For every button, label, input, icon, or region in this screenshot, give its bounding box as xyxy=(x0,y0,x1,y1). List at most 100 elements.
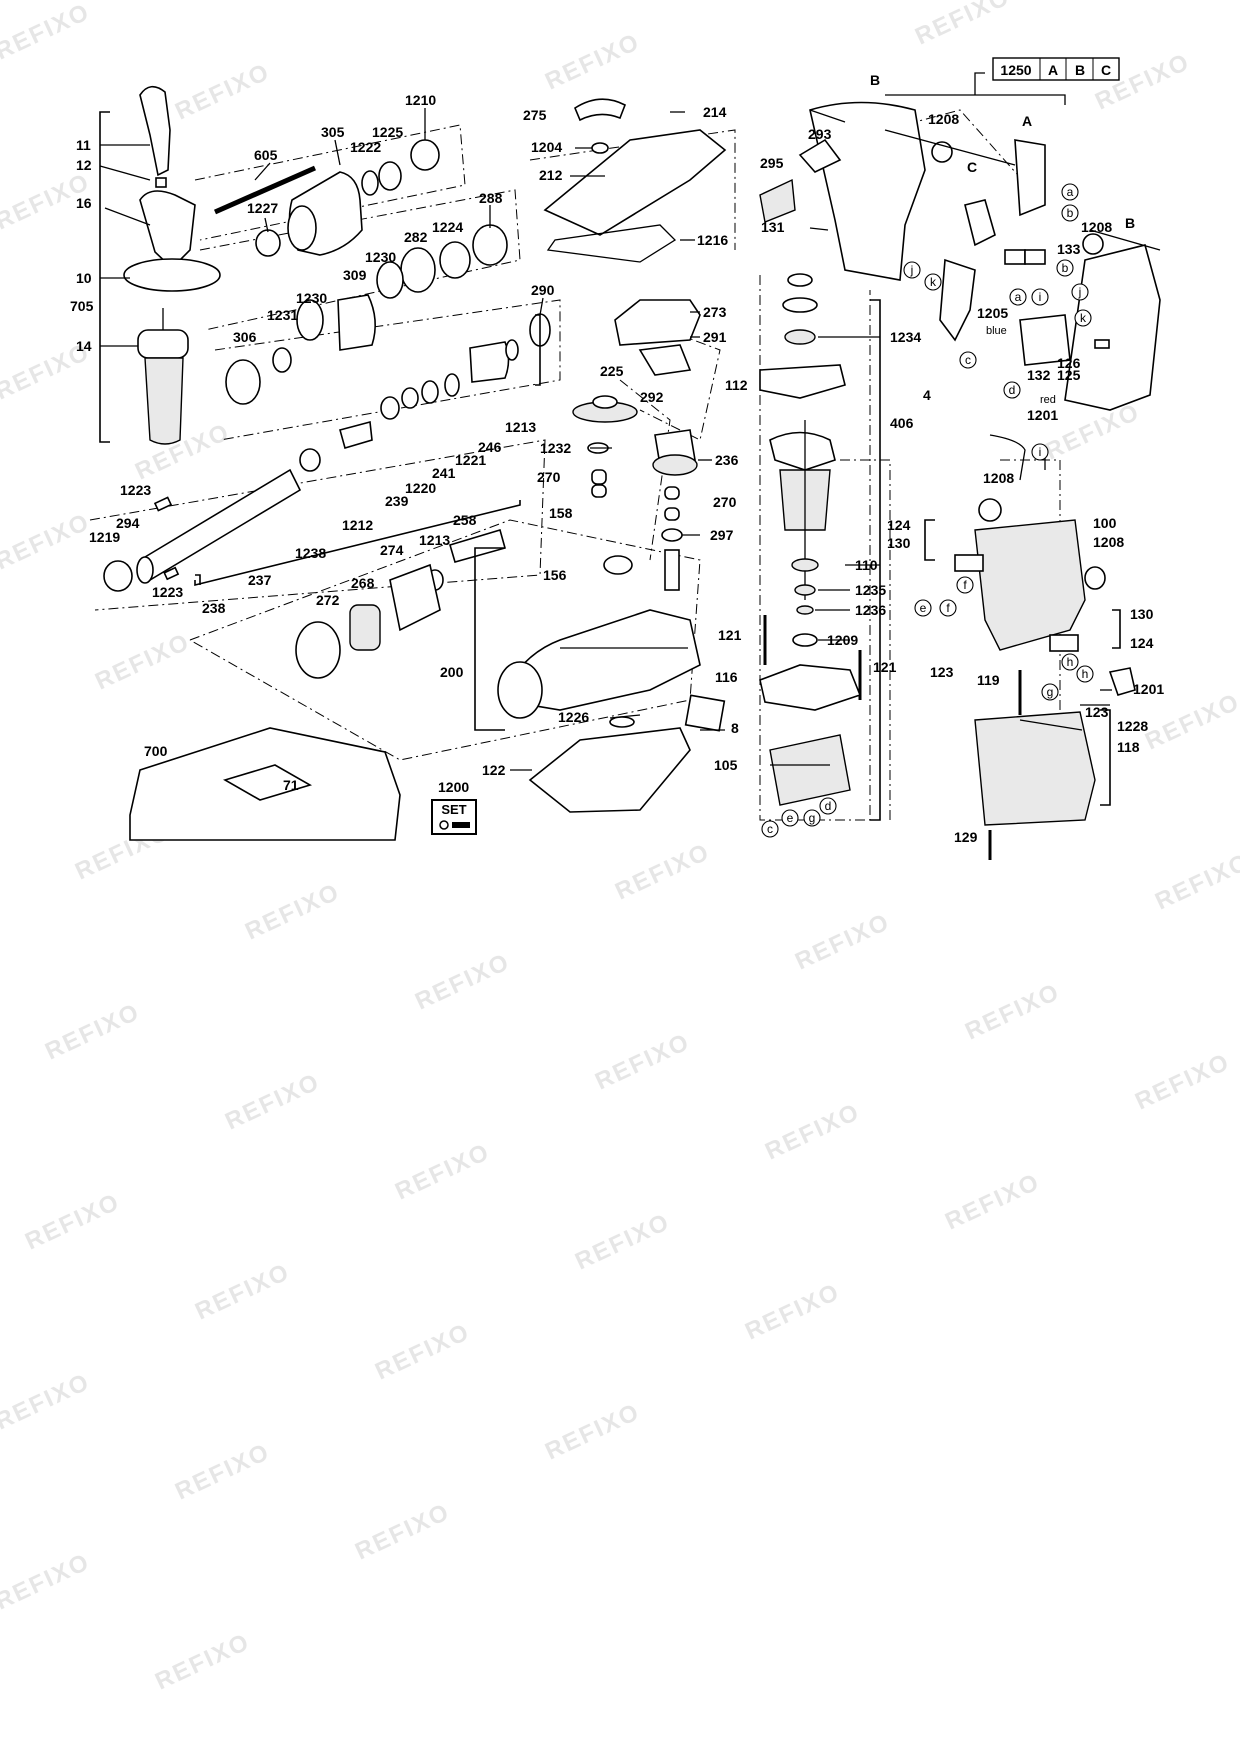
watermark: REFIXO xyxy=(941,1168,1044,1235)
watermark: REFIXO xyxy=(41,998,144,1065)
seal-1208b xyxy=(1082,233,1104,255)
oring xyxy=(782,297,818,313)
leader xyxy=(99,165,151,181)
callout-i xyxy=(1031,443,1049,461)
ring-282 xyxy=(400,247,436,293)
watermark: REFIXO xyxy=(911,0,1014,50)
callout-b-text: b xyxy=(1062,261,1069,275)
guide-line xyxy=(759,275,871,821)
part-label: 1221 xyxy=(455,452,486,468)
clamp-band xyxy=(123,258,221,292)
part-label: 1219 xyxy=(89,529,120,545)
guide-line xyxy=(840,459,891,820)
callout-f-text: f xyxy=(963,578,967,592)
callout-j xyxy=(903,261,921,279)
handle-grip xyxy=(144,357,184,445)
fan xyxy=(769,431,836,471)
part-label: 124 xyxy=(887,517,911,533)
group-bracket xyxy=(194,500,521,587)
part-label: 1205 xyxy=(977,305,1008,321)
part-label: 131 xyxy=(761,219,785,235)
watermark: REFIXO xyxy=(151,1628,254,1695)
part-label: 1230 xyxy=(296,290,327,306)
part-label: 700 xyxy=(144,743,168,759)
rear-cover-118 xyxy=(974,711,1096,826)
part-label: 306 xyxy=(233,329,257,345)
gear-housing-assembly xyxy=(497,98,727,813)
callout-h-text: h xyxy=(1082,667,1089,681)
callout-g-text: g xyxy=(1047,685,1054,699)
field-105 xyxy=(769,734,851,806)
set-icon: SET xyxy=(431,799,477,835)
spring-295 xyxy=(759,178,796,223)
callout-j-text: j xyxy=(1078,285,1082,299)
callout-g xyxy=(803,809,821,827)
seal-1208d xyxy=(1084,566,1106,590)
part-label: 4 xyxy=(923,387,931,403)
guide-line xyxy=(809,109,1041,201)
group-bracket xyxy=(1100,709,1111,806)
part-label: 268 xyxy=(351,575,375,591)
bolt-part xyxy=(104,207,151,226)
part-label: 273 xyxy=(703,304,727,320)
ring-1225 xyxy=(378,161,402,191)
callout-e-text: e xyxy=(920,601,927,615)
callout-k-text: k xyxy=(930,275,937,289)
callout-k xyxy=(924,273,942,291)
gear-272 xyxy=(295,621,341,679)
wire-1201 xyxy=(989,434,1026,481)
part-label: 1228 xyxy=(1117,718,1148,734)
pin-158 xyxy=(664,549,680,591)
watermark: REFIXO xyxy=(351,1498,454,1565)
part-label: 16 xyxy=(76,195,92,211)
bushing-156 xyxy=(603,555,633,575)
leader-lines xyxy=(99,108,1161,771)
part-label: 123 xyxy=(1085,704,1109,720)
part-label: 214 xyxy=(703,104,727,120)
bracket-273 xyxy=(614,299,701,346)
watermark: REFIXO xyxy=(21,1188,124,1255)
part-label: 1208 xyxy=(983,470,1014,486)
key-1223 xyxy=(153,496,173,512)
watermark: REFIXO xyxy=(391,1138,494,1205)
watermark: REFIXO xyxy=(541,1398,644,1465)
handle-housing-B xyxy=(809,101,926,281)
bushing-270 xyxy=(591,469,607,485)
part-label: 292 xyxy=(640,389,664,405)
gear-hub xyxy=(592,395,618,409)
part-label: 71 xyxy=(283,777,299,793)
motor-assembly xyxy=(759,101,1161,860)
callout-c xyxy=(761,820,779,838)
part-label: 11 xyxy=(76,137,91,153)
callout-e-text: e xyxy=(787,811,794,825)
rod-605 xyxy=(213,165,317,215)
bushing-270c xyxy=(664,486,680,500)
part-label: 130 xyxy=(1130,606,1154,622)
part-label: 293 xyxy=(808,126,832,142)
part-label: 272 xyxy=(316,592,340,608)
part-label: 1222 xyxy=(350,139,381,155)
part-label: 1201 xyxy=(1027,407,1058,423)
ring-1224 xyxy=(439,241,471,279)
handle-top xyxy=(137,329,189,359)
callout-h xyxy=(1076,665,1094,683)
callout-a xyxy=(1061,183,1079,201)
part-label: 305 xyxy=(321,124,345,140)
carry-case xyxy=(129,727,401,841)
part-A xyxy=(1014,139,1046,217)
connecting-rod-258 xyxy=(449,528,506,563)
callout-e xyxy=(781,809,799,827)
bearing-1236 xyxy=(796,605,814,615)
brush-holder-130b xyxy=(1049,634,1079,652)
part-label: 105 xyxy=(714,757,738,773)
part-label: 121 xyxy=(873,659,897,675)
part-label: 112 xyxy=(725,377,748,393)
spindle-end xyxy=(136,556,154,584)
callout-e xyxy=(914,599,932,617)
watermark: REFIXO xyxy=(0,1368,94,1435)
group-bracket xyxy=(870,299,881,821)
part-label: 705 xyxy=(70,298,94,314)
clip-1201b xyxy=(1108,667,1136,696)
chuck-assembly xyxy=(213,139,551,472)
